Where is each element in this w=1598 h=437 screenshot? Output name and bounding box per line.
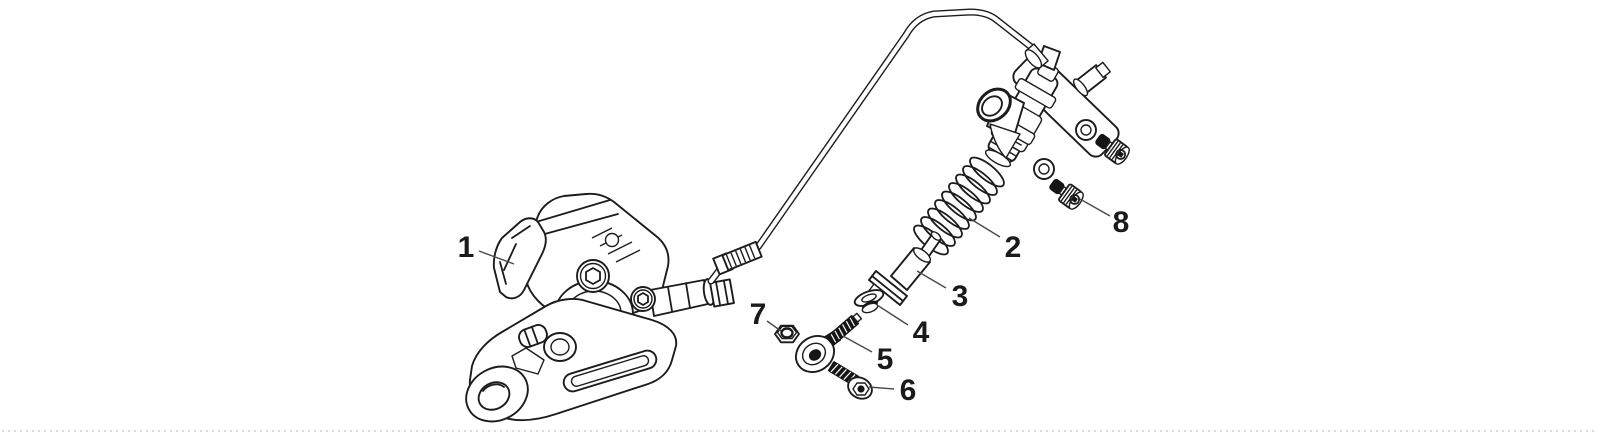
callout-4: 4: [913, 316, 930, 349]
leader-5: [842, 335, 873, 353]
bleeder-screw: [604, 232, 620, 248]
push-rod: [867, 231, 942, 306]
master-cylinder-assembly: [976, 43, 1120, 180]
leader-1: [478, 250, 515, 265]
brake-caliper-assembly: [465, 192, 709, 423]
brake-hose: [754, 8, 1039, 251]
callout-numbers: 1 2 3 4 5 6 7 8: [458, 206, 1130, 407]
pad-retainer: [511, 347, 545, 375]
leader-2: [968, 217, 1001, 238]
leader-3: [916, 270, 947, 289]
bracket-slot: [562, 349, 658, 393]
bracket-eye: [465, 365, 529, 423]
slide-pin-boot-2: [543, 332, 577, 362]
caliper-bolt-head-small: [630, 286, 656, 312]
return-spring: [913, 156, 1005, 256]
callout-2: 2: [1005, 231, 1022, 264]
caliper-body: [520, 192, 670, 325]
leader-4: [876, 304, 909, 326]
bracket-ear-lower: [1033, 158, 1055, 180]
hose-crimp: [721, 240, 763, 272]
callout-5: 5: [877, 343, 894, 376]
callout-1: 1: [458, 231, 475, 264]
callout-8: 8: [1113, 206, 1130, 239]
socket-bolt-upper: [1095, 133, 1130, 165]
flange-bolt: [828, 361, 873, 400]
rod-end-stud: [826, 312, 863, 346]
callout-6: 6: [900, 374, 917, 407]
caliper-bolt-head: [576, 259, 610, 293]
hose-collar: [1024, 43, 1061, 71]
callout-7: 7: [750, 298, 767, 331]
master-cylinder-banjo-bolt: [1072, 61, 1111, 97]
reservoir-port: [976, 87, 1025, 159]
leader-8: [1079, 198, 1111, 217]
banjo-fitting: [702, 240, 763, 308]
callout-3: 3: [952, 280, 969, 313]
bracket-ear-upper: [1075, 119, 1097, 141]
rod-end: [794, 312, 863, 373]
leader-7: [766, 320, 782, 332]
leader-lines: [478, 198, 1111, 390]
caliper-pad-tab: [492, 217, 547, 300]
hex-nut: [774, 324, 800, 344]
washer: [853, 289, 885, 314]
leader-6: [868, 386, 895, 390]
slide-pin-boot: [518, 324, 548, 348]
socket-bolt-lower: [1049, 178, 1084, 210]
